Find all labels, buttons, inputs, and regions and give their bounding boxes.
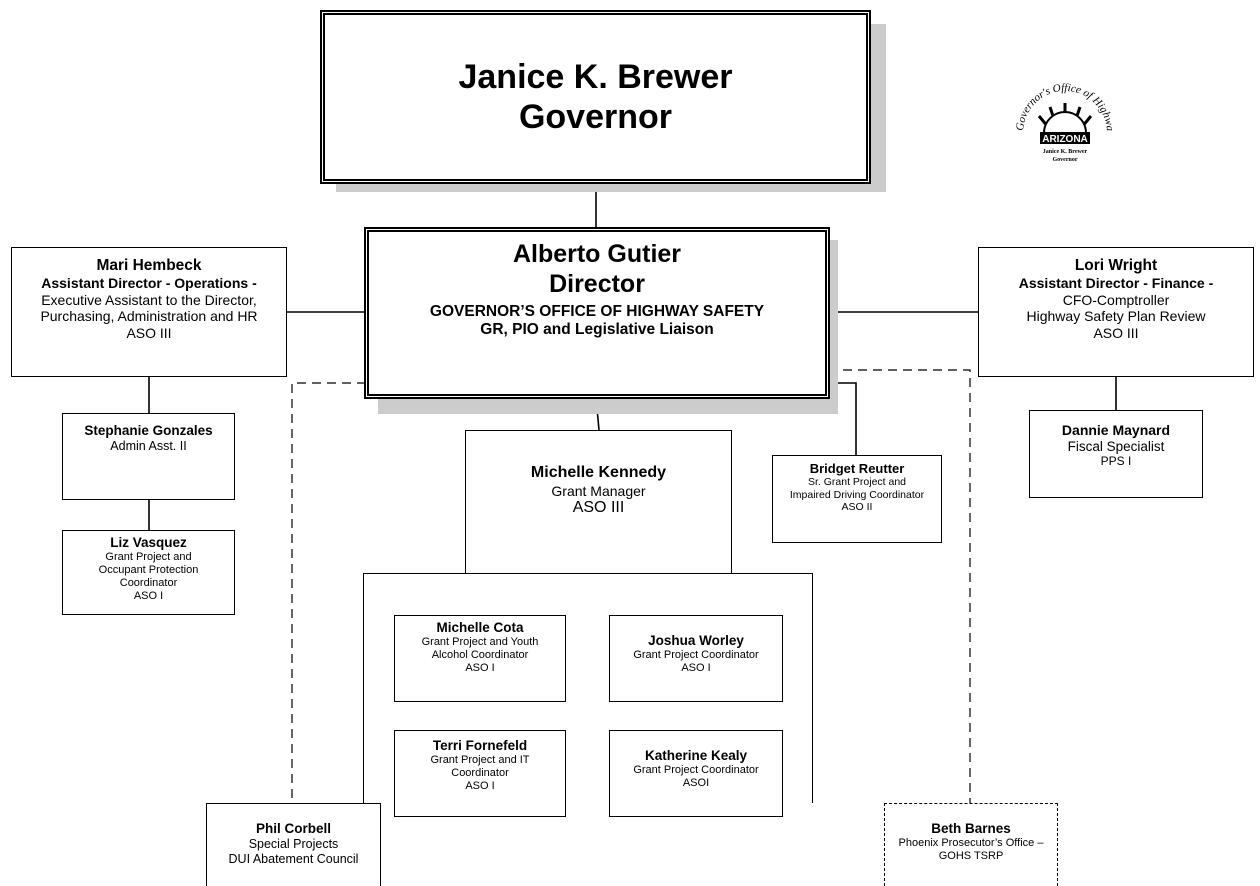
director-title: Director (549, 269, 645, 298)
gohs-seal-logo: Governor's Office of Highway Safety ARIZ… (1003, 56, 1124, 183)
mari-line1: Executive Assistant to the Director, (41, 291, 257, 308)
lori-title: Assistant Director - Finance - (1018, 275, 1214, 292)
stephanie-box: Stephanie Gonzales Admin Asst. II (62, 413, 235, 500)
director-role: GR, PIO and Legislative Liaison (480, 321, 714, 339)
michelle-kennedy-name: Michelle Kennedy (530, 464, 667, 481)
bridget-grade: ASO II (841, 501, 873, 514)
mari-box: Mari Hembeck Assistant Director - Operat… (11, 247, 287, 377)
phil-line1: Special Projects (248, 836, 339, 851)
michelle-cota-line2: Alcohol Coordinator (431, 648, 529, 661)
director-office: GOVERNOR’S OFFICE OF HIGHWAY SAFETY (429, 303, 765, 320)
terri-line1: Grant Project and IT (430, 753, 530, 766)
mari-title: Assistant Director - Operations - (41, 275, 257, 292)
beth-line1: Phoenix Prosecutor’s Office – (898, 836, 1044, 849)
michelle-cota-box: Michelle Cota Grant Project and Youth Al… (394, 615, 566, 702)
terri-box: Terri Fornefeld Grant Project and IT Coo… (394, 730, 566, 817)
dannie-grade: PPS I (1100, 454, 1132, 469)
liz-line3: Coordinator (119, 576, 178, 589)
logo-governor-title: Governor (1053, 157, 1078, 163)
michelle-cota-name: Michelle Cota (436, 620, 524, 635)
governor-name: Janice K. Brewer (458, 57, 733, 96)
liz-line2: Occupant Protection (98, 563, 199, 576)
beth-box: Beth Barnes Phoenix Prosecutor’s Office … (884, 803, 1058, 886)
beth-name: Beth Barnes (931, 821, 1011, 836)
bridget-name: Bridget Reutter (809, 461, 905, 476)
liz-name: Liz Vasquez (110, 535, 187, 550)
liz-box: Liz Vasquez Grant Project and Occupant P… (62, 530, 235, 615)
gohs-seal-graphic: Governor's Office of Highway Safety ARIZ… (1003, 56, 1117, 163)
beth-line2: GOHS TSRP (938, 849, 1004, 862)
joshua-line1: Grant Project Coordinator (633, 648, 759, 661)
dannie-line1: Fiscal Specialist (1067, 438, 1165, 454)
director-box: Alberto Gutier Director GOVERNOR’S OFFIC… (364, 227, 830, 399)
logo-state-text: ARIZONA (1042, 134, 1088, 145)
katherine-line1: Grant Project Coordinator (633, 763, 759, 776)
terri-grade: ASO I (465, 779, 495, 792)
mari-line2: Purchasing, Administration and HR (40, 308, 258, 325)
bridget-line2: Impaired Driving Coordinator (789, 488, 925, 501)
logo-governor-name: Janice K. Brewer (1043, 149, 1088, 155)
michelle-kennedy-grade: ASO III (572, 499, 625, 517)
phil-name: Phil Corbell (255, 821, 331, 836)
liz-grade: ASO I (133, 589, 164, 602)
director-beth-dashed-line (828, 369, 971, 803)
joshua-box: Joshua Worley Grant Project Coordinator … (609, 615, 783, 702)
lori-line1: CFO-Comptroller (1062, 291, 1170, 308)
bridget-box: Bridget Reutter Sr. Grant Project and Im… (772, 455, 942, 543)
lori-grade: ASO III (1093, 324, 1139, 341)
michelle-kennedy-line1: Grant Manager (551, 482, 646, 499)
lori-box: Lori Wright Assistant Director - Finance… (978, 247, 1254, 377)
michelle-cota-line1: Grant Project and Youth (421, 635, 539, 648)
terri-line2: Coordinator (451, 766, 509, 779)
stephanie-name: Stephanie Gonzales (84, 423, 213, 438)
mari-grade: ASO III (126, 324, 172, 341)
stephanie-line1: Admin Asst. II (110, 438, 187, 453)
michelle-kennedy-box: Michelle Kennedy Grant Manager ASO III (465, 430, 732, 575)
phil-line2: DUI Abatement Council (228, 851, 359, 866)
governor-title: Governor (518, 98, 673, 136)
lori-line2: Highway Safety Plan Review (1026, 308, 1206, 325)
governor-box: Janice K. Brewer Governor (320, 10, 871, 184)
terri-name: Terri Fornefeld (432, 738, 528, 753)
katherine-name: Katherine Kealy (644, 748, 748, 763)
phil-box: Phil Corbell Special Projects DUI Abatem… (206, 803, 381, 886)
mari-name: Mari Hembeck (96, 257, 202, 274)
director-name: Alberto Gutier (512, 240, 682, 268)
dannie-name: Dannie Maynard (1061, 422, 1171, 438)
joshua-grade: ASO I (681, 661, 711, 674)
bridget-line1: Sr. Grant Project and (807, 476, 907, 489)
joshua-name: Joshua Worley (648, 633, 744, 648)
director-phil-dashed-line (291, 382, 366, 803)
katherine-grade: ASOI (682, 776, 710, 789)
michelle-cota-grade: ASO I (465, 661, 495, 674)
dannie-box: Dannie Maynard Fiscal Specialist PPS I (1029, 410, 1203, 498)
lori-name: Lori Wright (1074, 257, 1158, 274)
katherine-box: Katherine Kealy Grant Project Coordinato… (609, 730, 783, 817)
liz-line1: Grant Project and (105, 550, 192, 563)
